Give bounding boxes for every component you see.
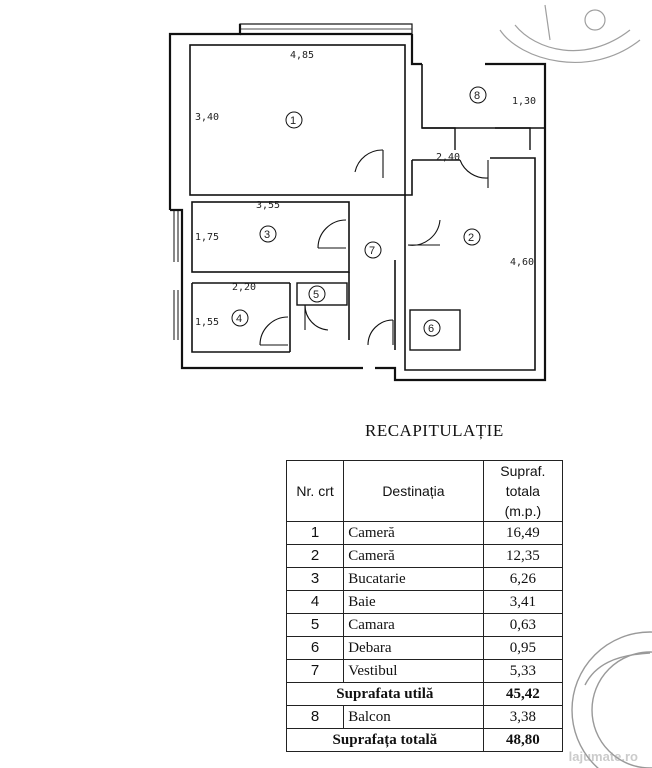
row-nr: 1: [285, 521, 345, 545]
useful-area-label: Suprafata utilă: [286, 682, 484, 706]
useful-area-value: 45,42: [482, 682, 564, 706]
floor-plan: 1 2 3 4 5 6 7 8 4,85 3,40 1,30 2,40 4,60…: [168, 23, 547, 382]
dimension-room1-height: 3,40: [195, 112, 219, 123]
seal-bottom: [571, 631, 652, 768]
header-area: Supraf. totala (m.p.): [482, 460, 564, 522]
room-number-3: 3: [264, 229, 270, 241]
total-area-row: Suprafața totală 48,80: [286, 728, 564, 752]
room-number-8: 8: [474, 90, 480, 102]
row-area: 6,26: [482, 567, 564, 591]
row-nr: 7: [285, 659, 345, 683]
row-area: 3,41: [482, 590, 564, 614]
dimension-room4-width: 2,20: [232, 282, 256, 293]
row-dest: Balcon: [343, 705, 484, 729]
dimension-room1-width: 4,85: [290, 50, 314, 61]
recap-title: RECAPITULAȚIE: [365, 421, 504, 440]
row-nr: 4: [285, 590, 345, 614]
row-area: 5,33: [482, 659, 564, 683]
row-dest: Camara: [343, 613, 484, 637]
row-dest: Cameră: [343, 521, 484, 545]
dimension-room3-width: 3,55: [256, 200, 280, 211]
row-nr: 3: [285, 567, 345, 591]
total-area-value: 48,80: [482, 728, 564, 752]
row-dest: Vestibul: [343, 659, 484, 683]
row-nr: 6: [285, 636, 345, 660]
row-dest: Debara: [343, 636, 484, 660]
useful-area-row: Suprafata utilă 45,42: [286, 682, 564, 706]
dimension-room2-width: 2,40: [436, 152, 460, 163]
dimension-room3-height: 1,75: [195, 232, 219, 243]
stamp-top: [499, 4, 641, 63]
dimension-room4-height: 1,55: [195, 317, 219, 328]
room-number-2: 2: [468, 232, 474, 244]
row-dest: Cameră: [343, 544, 484, 568]
recap-table: Nr. crt Destinația Supraf. totala (m.p.)…: [285, 460, 564, 752]
watermark: lajumate.ro: [568, 749, 638, 764]
total-area-label: Suprafața totală: [286, 728, 484, 752]
dimension-room2-height: 4,60: [510, 257, 534, 268]
row-area: 3,38: [482, 705, 564, 729]
room-number-1: 1: [290, 115, 296, 127]
room-number-6: 6: [428, 323, 434, 335]
room-number-4: 4: [236, 313, 242, 325]
row-area: 12,35: [482, 544, 564, 568]
row-dest: Baie: [343, 590, 484, 614]
row-area: 0,95: [482, 636, 564, 660]
room-number-5: 5: [313, 289, 319, 301]
row-area: 0,63: [482, 613, 564, 637]
row-area: 16,49: [482, 521, 564, 545]
table-header-row: Nr. crt Destinația Supraf. totala (m.p.): [285, 460, 564, 522]
room-number-7: 7: [369, 245, 375, 257]
row-nr: 2: [285, 544, 345, 568]
row-nr: 8: [285, 705, 345, 729]
dimension-room8-height: 1,30: [512, 96, 536, 107]
row-dest: Bucatarie: [343, 567, 484, 591]
header-nr: Nr. crt: [285, 460, 345, 522]
header-dest: Destinația: [343, 460, 484, 522]
row-nr: 5: [285, 613, 345, 637]
